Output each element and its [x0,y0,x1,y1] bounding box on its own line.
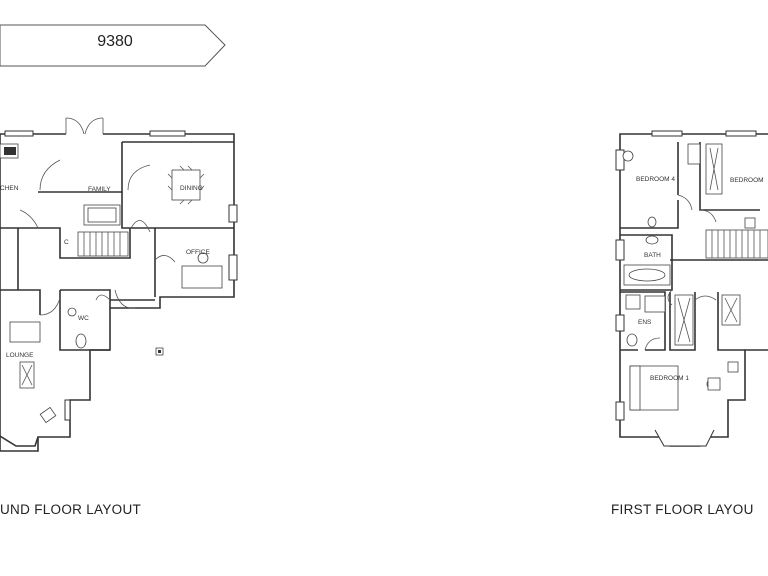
room-label-office: OFFICE [186,249,210,256]
ground-floor-caption: UND FLOOR LAYOUT [0,502,142,517]
room-label-bedroom: BEDROOM [730,177,764,184]
first-floor-stairs [705,229,768,259]
room-label-ens: ENS [638,319,652,326]
room-label-cupboard: C [64,239,69,246]
room-label-dining: DINING [180,185,203,192]
room-label-lounge: LOUNGE [6,352,34,359]
room-label-family: FAMILY [88,186,111,193]
drawing-code-banner [0,24,226,67]
room-label-wc: WC [78,315,89,322]
first-floor-caption: FIRST FLOOR LAYOU [611,502,754,517]
room-label-kitchen: CHEN [0,185,19,192]
room-label-bedroom-4: BEDROOM 4 [636,176,675,183]
drawing-code: 9380 [97,33,133,50]
ground-floor-plan: CHEN FAMILY DINING C OFFICE WC LOUNGE [0,117,238,452]
room-label-bath: BATH [644,252,661,259]
room-label-bedroom-1: BEDROOM 1 [650,375,689,382]
first-floor-plan: BEDROOM 4 BEDROOM BATH ENS BEDROOM 1 [615,130,768,447]
ground-floor-stairs [77,231,129,257]
dining-table [167,165,205,205]
